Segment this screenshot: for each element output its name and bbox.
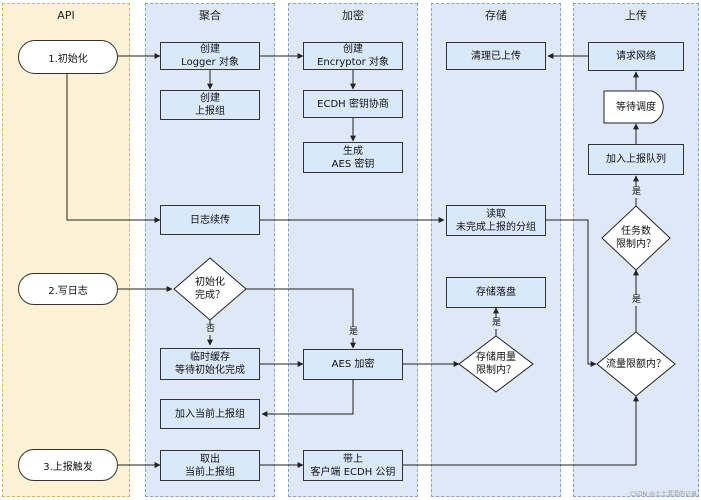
node-take-current-group: 取出 当前上报组 bbox=[160, 450, 260, 481]
node-ecdh-negotiate: ECDH 密钥协商 bbox=[303, 90, 403, 118]
decision-storage-limit bbox=[458, 335, 534, 393]
node-temp-cache: 临时缓存 等待初始化完成 bbox=[160, 348, 260, 380]
node-persist: 存储落盘 bbox=[446, 277, 546, 308]
label-traffic-yes: 是 bbox=[631, 295, 643, 306]
node-create-logger: 创建 Logger 对象 bbox=[160, 42, 260, 70]
edge-attach-traffic bbox=[403, 395, 639, 466]
lane-title-storage: 存储 bbox=[485, 9, 507, 22]
node-request-network: 请求网络 bbox=[588, 42, 684, 71]
node-add-upload-queue: 加入上报队列 bbox=[588, 144, 684, 175]
label-task-yes: 是 bbox=[631, 187, 643, 198]
decision-init-done bbox=[173, 257, 247, 321]
node-aes-encrypt: AES 加密 bbox=[303, 349, 403, 380]
node-read-unfinished: 读取 未完成上报的分组 bbox=[446, 205, 546, 236]
lane-title-api: API bbox=[57, 9, 75, 22]
watermark: CSDN @土土混混的记录 bbox=[629, 491, 697, 498]
label-init-no: 否 bbox=[205, 324, 217, 335]
edge-initq-aes bbox=[246, 288, 356, 349]
lane-title-encrypt: 加密 bbox=[342, 9, 364, 22]
node-create-report-group: 创建 上报组 bbox=[160, 90, 260, 120]
edge-read-traffic bbox=[545, 219, 597, 367]
start-write-log: 2.写日志 bbox=[18, 273, 118, 305]
decision-task-limit bbox=[601, 205, 671, 271]
lane-title-aggregate: 聚合 bbox=[199, 9, 221, 22]
start-init: 1.初始化 bbox=[18, 40, 118, 74]
decision-traffic-limit bbox=[596, 331, 676, 397]
node-add-current-group: 加入当前上报组 bbox=[160, 399, 260, 429]
node-log-resume: 日志续传 bbox=[160, 205, 260, 235]
node-clear-uploaded: 清理已上传 bbox=[446, 42, 546, 70]
edge-init-resume bbox=[66, 74, 161, 223]
delay-wait-schedule bbox=[603, 90, 664, 124]
node-attach-pubkey: 带上 客户端 ECDH 公钥 bbox=[303, 450, 403, 481]
lane-storage: 存储 bbox=[431, 3, 561, 497]
label-storage-yes: 是 bbox=[491, 318, 503, 329]
edge-aes-addgroup bbox=[261, 380, 354, 417]
lane-api: API bbox=[2, 3, 130, 497]
label-init-yes: 是 bbox=[348, 327, 360, 338]
node-gen-aes-key: 生成 AES 密钥 bbox=[303, 142, 403, 173]
lane-title-upload: 上传 bbox=[625, 9, 647, 22]
start-report-trigger: 3.上报触发 bbox=[18, 449, 118, 481]
node-create-encryptor: 创建 Encryptor 对象 bbox=[303, 42, 403, 70]
